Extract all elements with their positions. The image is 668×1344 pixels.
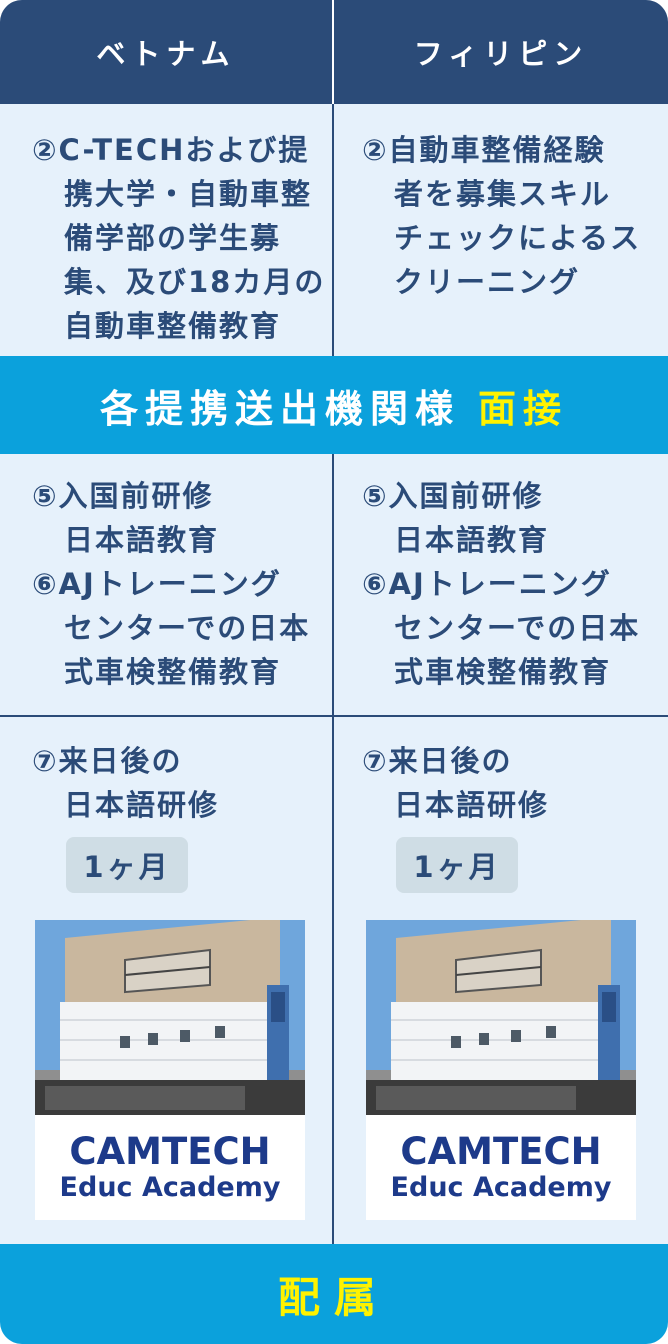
step56-row: ⑤入国前研修 日本語教育 ⑥AJトレーニング センターでの日本 式車検整備教育 … xyxy=(0,454,668,716)
text-line: ⑦来日後の xyxy=(32,744,183,778)
text-line: 式車検整備教育 xyxy=(394,655,612,689)
building-illustration xyxy=(35,920,305,1220)
step2-philippines-cell: ②自動車整備経験 者を募集スキル チェックによるス クリーニング xyxy=(334,104,668,356)
camtech-logo-name: CAMTECH xyxy=(69,1130,271,1173)
duration-badge: 1ヶ月 xyxy=(66,837,188,893)
step2-row: ②C-TECHおよび提 携大学・自動車整 備学部の学生募 集、及び18カ月の 自… xyxy=(0,104,668,356)
step7-vietnam-cell: ⑦来日後の 日本語研修 1ヶ月 xyxy=(0,717,334,1244)
text-line: 自動車整備教育 xyxy=(64,309,282,343)
text-line: ⑤入国前研修 xyxy=(32,479,214,513)
interview-highlight: 面接 xyxy=(478,386,569,431)
step56-philippines-text: ⑤入国前研修 日本語教育 ⑥AJトレーニング センターでの日本 式車検整備教育 xyxy=(362,474,640,694)
text-line: 者を募集スキル xyxy=(394,177,612,211)
text-line: ②C-TECHおよび提 xyxy=(32,133,310,167)
step56-vietnam-cell: ⑤入国前研修 日本語教育 ⑥AJトレーニング センターでの日本 式車検整備教育 xyxy=(0,454,334,716)
step2-philippines-text: ②自動車整備経験 者を募集スキル チェックによるス クリーニング xyxy=(362,128,641,304)
header-philippines: フィリピン xyxy=(413,37,589,71)
duration-badge: 1ヶ月 xyxy=(396,837,518,893)
step7-philippines-cell: ⑦来日後の 日本語研修 1ヶ月 xyxy=(334,717,668,1244)
text-line: ⑥AJトレーニング xyxy=(362,567,612,601)
building-illustration xyxy=(366,920,636,1220)
text-line: センターでの日本 xyxy=(64,611,311,645)
text-line: 日本語教育 xyxy=(64,523,220,557)
step56-philippines-cell: ⑤入国前研修 日本語教育 ⑥AJトレーニング センターでの日本 式車検整備教育 xyxy=(334,454,668,716)
camtech-logo-subtitle: Educ Academy xyxy=(390,1172,612,1203)
text-line: ⑦来日後の xyxy=(362,744,513,778)
text-line: ②自動車整備経験 xyxy=(362,133,606,167)
row-divider xyxy=(0,715,668,717)
header-vietnam: ベトナム xyxy=(0,0,334,104)
step56-vietnam-text: ⑤入国前研修 日本語教育 ⑥AJトレーニング センターでの日本 式車検整備教育 xyxy=(32,474,310,694)
text-line: 日本語研修 xyxy=(394,788,550,822)
assignment-text: 配属 xyxy=(277,1272,390,1322)
text-line: チェックによるス xyxy=(394,221,642,255)
country-header: ベトナム フィリピン xyxy=(0,0,668,104)
text-line: 備学部の学生募 xyxy=(64,221,282,255)
camtech-logo-subtitle: Educ Academy xyxy=(59,1172,281,1203)
interview-band: 各提携送出機関様 面接 xyxy=(0,356,668,454)
interview-text: 各提携送出機関様 xyxy=(99,386,460,431)
text-line: ⑥AJトレーニング xyxy=(32,567,282,601)
text-line: 日本語教育 xyxy=(394,523,550,557)
text-line: ⑤入国前研修 xyxy=(362,479,544,513)
step2-vietnam-cell: ②C-TECHおよび提 携大学・自動車整 備学部の学生募 集、及び18カ月の 自… xyxy=(0,104,334,356)
camtech-school-image: CAMTECH Educ Academy xyxy=(35,920,305,1220)
step7-vietnam-text: ⑦来日後の 日本語研修 xyxy=(32,739,219,827)
text-line: 日本語研修 xyxy=(64,788,220,822)
text-line: 集、及び18カ月の xyxy=(64,265,326,299)
text-line: 携大学・自動車整 xyxy=(64,177,313,211)
step7-philippines-text: ⑦来日後の 日本語研修 xyxy=(362,739,549,827)
step2-vietnam-text: ②C-TECHおよび提 携大学・自動車整 備学部の学生募 集、及び18カ月の 自… xyxy=(32,128,325,348)
camtech-logo-name: CAMTECH xyxy=(400,1130,602,1173)
text-line: 式車検整備教育 xyxy=(64,655,282,689)
text-line: センターでの日本 xyxy=(394,611,641,645)
step7-row: ⑦来日後の 日本語研修 1ヶ月 xyxy=(0,717,668,1244)
assignment-band: 配属 xyxy=(0,1244,668,1344)
camtech-school-image: CAMTECH Educ Academy xyxy=(366,920,636,1220)
text-line: クリーニング xyxy=(394,265,581,299)
